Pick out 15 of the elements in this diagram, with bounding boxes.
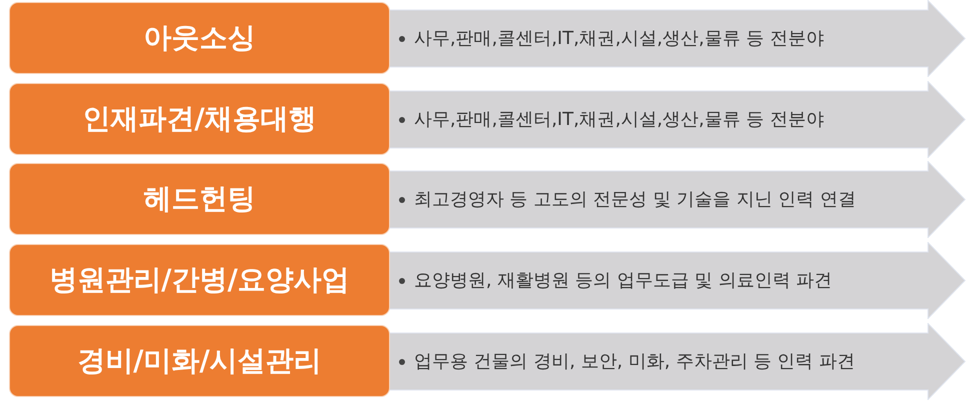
description-text: 업무용 건물의 경비, 보안, 미화, 주차관리 등 인력 파견 (414, 350, 855, 374)
category-label: 헤드헌팅 (144, 182, 256, 216)
description-text: 사무,판매,콜센터,IT,채권,시설,생산,물류 등 전분야 (414, 108, 824, 132)
category-box (9, 2, 390, 74)
category-box (9, 325, 390, 397)
category-box (9, 163, 390, 235)
category-label: 인재파견/채용대행 (82, 102, 317, 136)
description-text: 사무,판매,콜센터,IT,채권,시설,생산,물류 등 전분야 (414, 26, 824, 50)
category-box (9, 83, 390, 155)
category-label: 아웃소싱 (144, 21, 256, 55)
category-label: 경비/미화/시설관리 (77, 344, 322, 378)
description-text: 요양병원, 재활병원 등의 업무도급 및 의료인력 파견 (414, 268, 832, 292)
description-text: 최고경영자 등 고도의 전문성 및 기술을 지닌 인력 연결 (414, 188, 856, 212)
category-label: 병원관리/간병/요양사업 (49, 263, 350, 297)
category-box (9, 244, 390, 316)
